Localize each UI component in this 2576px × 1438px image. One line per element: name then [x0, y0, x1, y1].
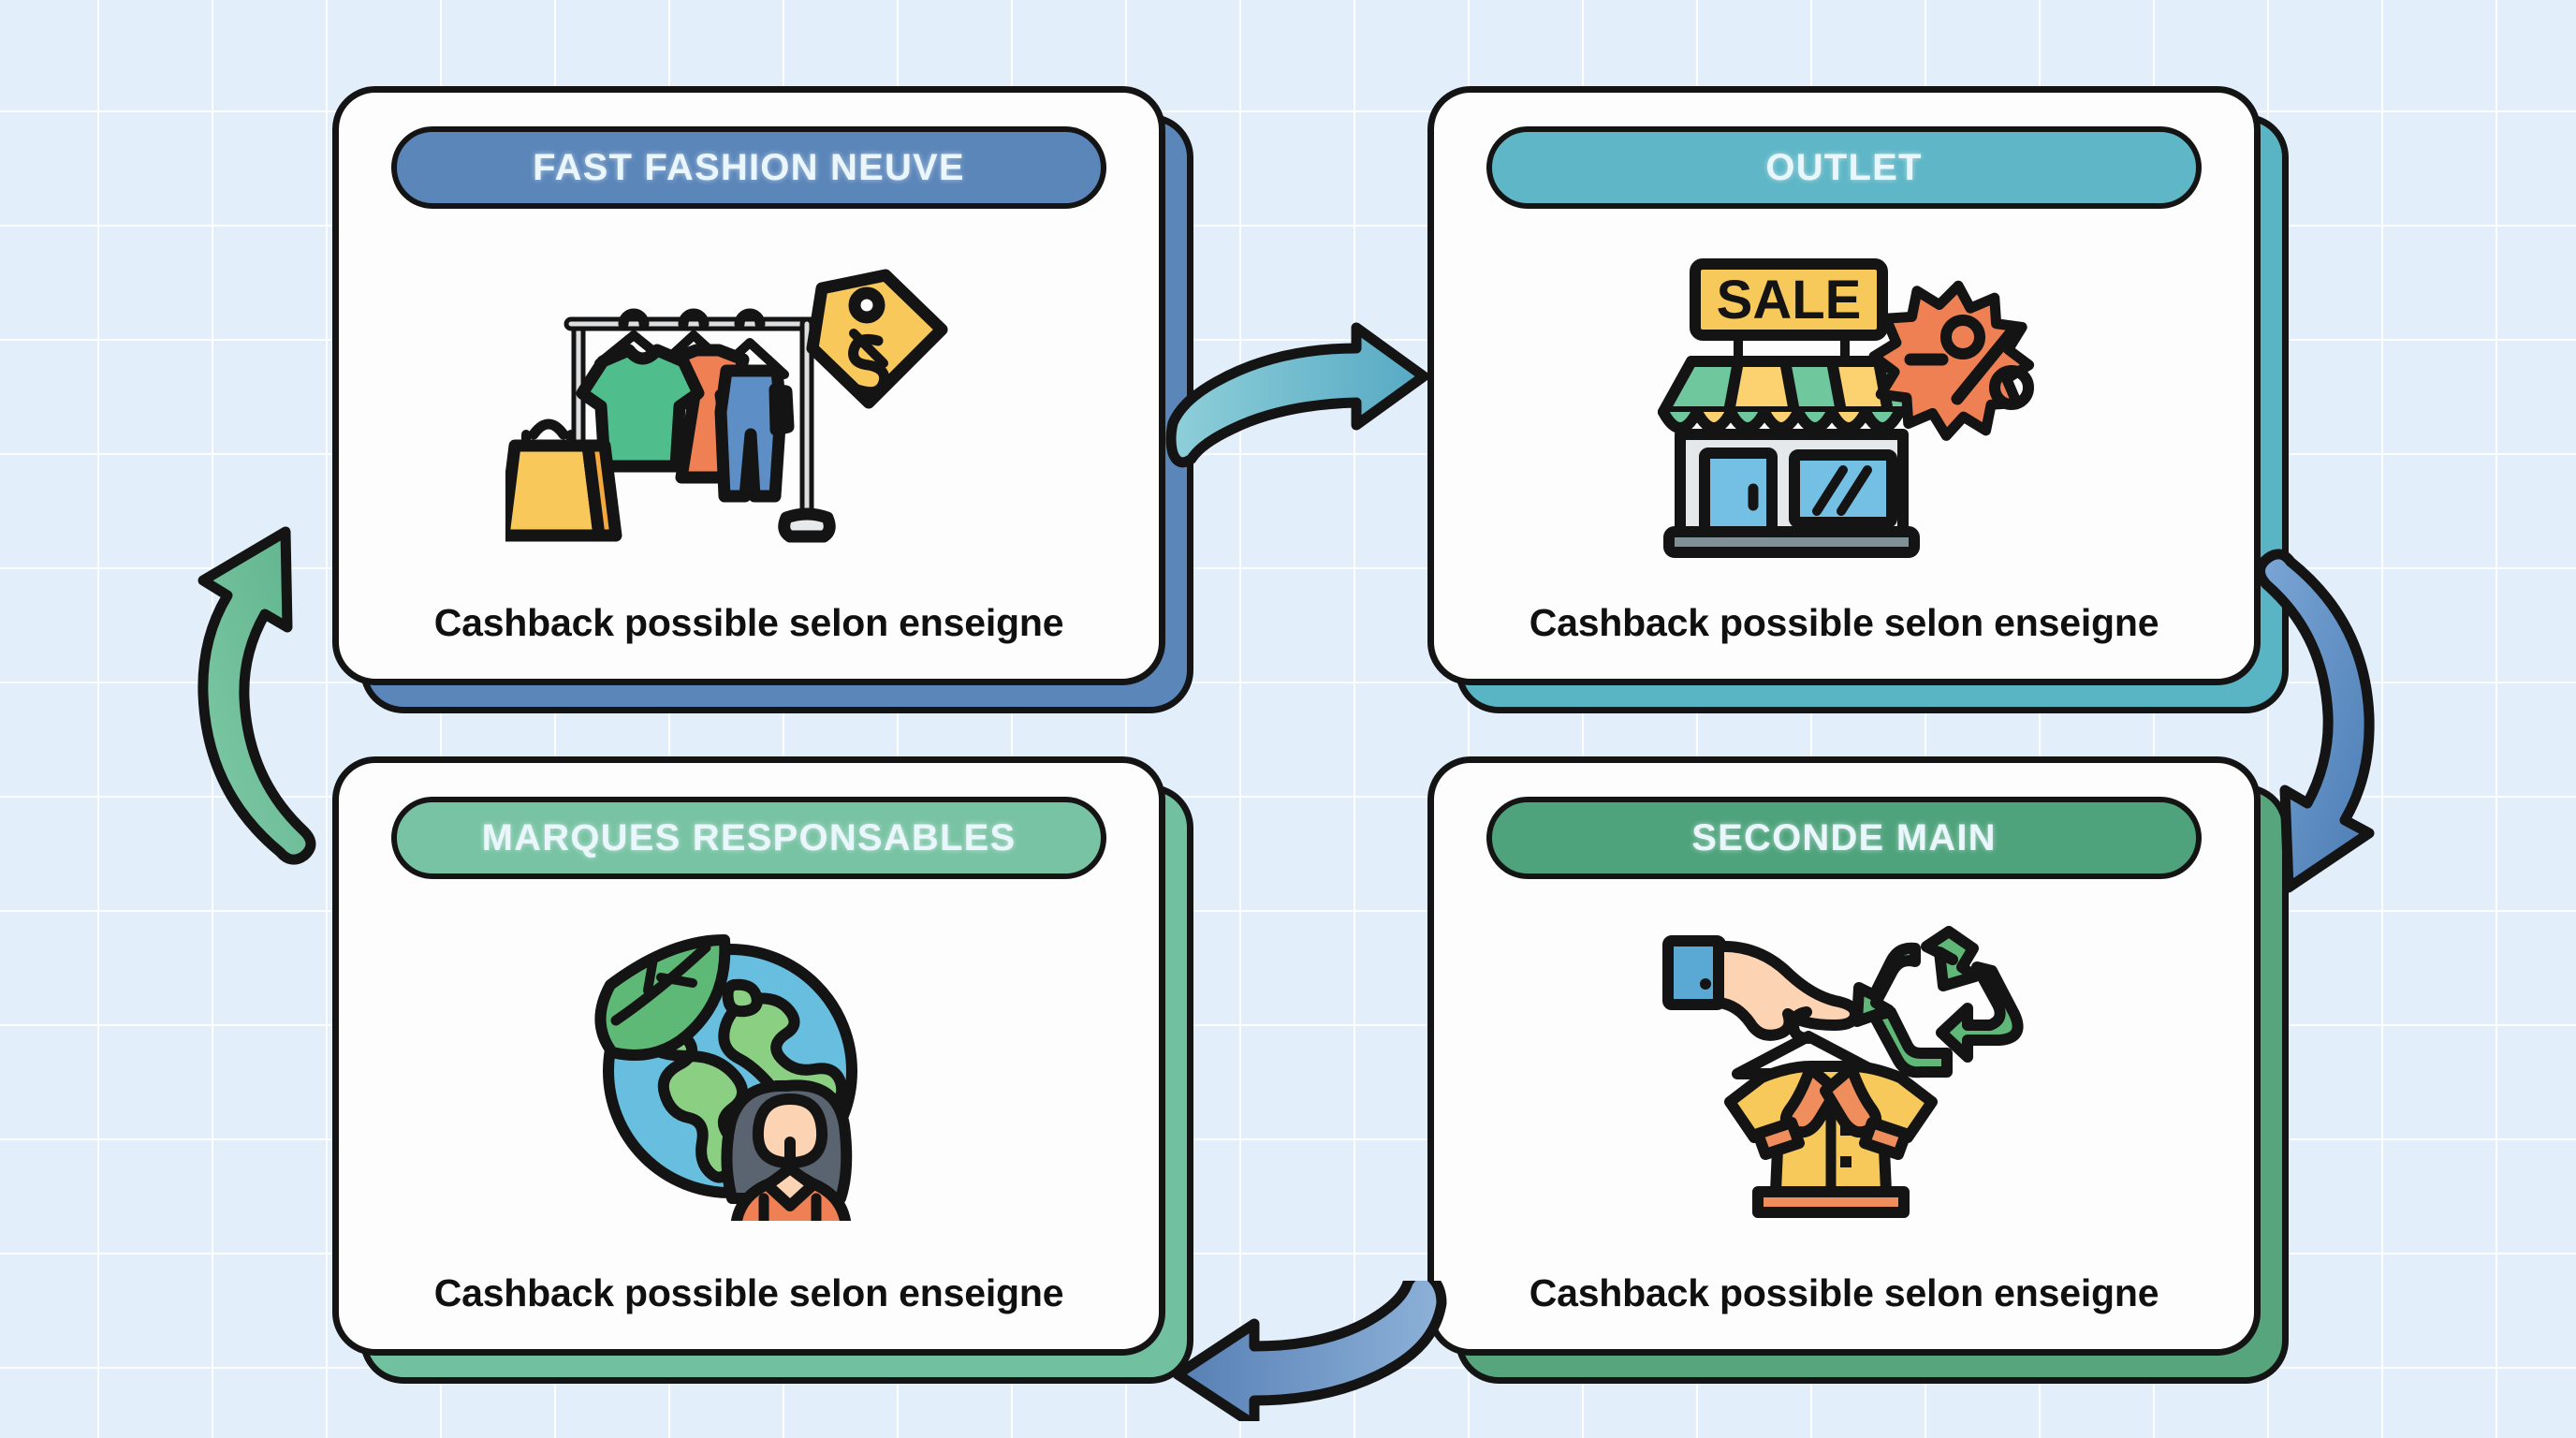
- card-seconde-main[interactable]: SECONDE MAIN: [1427, 756, 2261, 1356]
- card-title-fast-fashion: FAST FASHION NEUVE: [391, 126, 1106, 209]
- card-caption-marques: Cashback possible selon enseigne: [433, 1271, 1064, 1314]
- sale-sign-text: SALE: [1717, 270, 1862, 330]
- card-caption-seconde-main: Cashback possible selon enseigne: [1529, 1271, 2159, 1314]
- arrow-seconde-main-to-marques: [1161, 1281, 1451, 1421]
- card-title-outlet: OUTLET: [1486, 126, 2202, 209]
- card-marques-responsables[interactable]: MARQUES RESPONSABLES: [332, 756, 1165, 1356]
- globe-leaf-person-icon: [339, 879, 1159, 1271]
- card-title-marques: MARQUES RESPONSABLES: [391, 797, 1106, 879]
- clothing-rack-icon: [339, 209, 1159, 601]
- card-outlet[interactable]: OUTLET SALE: [1427, 86, 2261, 685]
- card-caption-fast-fashion: Cashback possible selon enseigne: [433, 601, 1064, 644]
- hand-hanger-recycle-icon: [1434, 879, 2254, 1271]
- arrow-fast-to-outlet: [1165, 318, 1437, 468]
- shop-sale-icon: SALE: [1434, 209, 2254, 601]
- arrow-outlet-to-seconde-main: [2251, 541, 2438, 916]
- card-caption-outlet: Cashback possible selon enseigne: [1529, 601, 2159, 644]
- card-fast-fashion-neuve[interactable]: FAST FASHION NEUVE: [332, 86, 1165, 685]
- arrow-marques-to-fast: [183, 522, 360, 878]
- card-title-seconde-main: SECONDE MAIN: [1486, 797, 2202, 879]
